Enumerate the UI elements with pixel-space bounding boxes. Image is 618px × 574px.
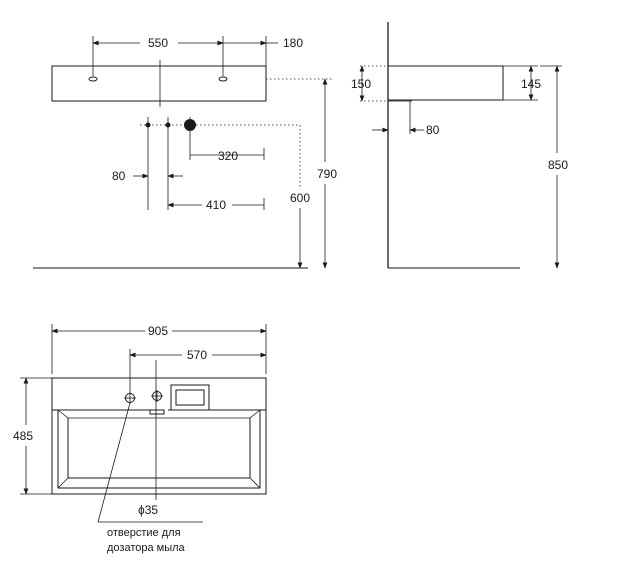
top-basin-outline [51, 377, 267, 495]
dim-410-label: 410 [206, 198, 226, 212]
front-tap-hole-right [218, 76, 228, 82]
note-line-2: дозатора мыла [107, 542, 186, 554]
dim-600-label: 600 [290, 191, 310, 205]
dim-850-label: 850 [548, 158, 568, 172]
bowl-corner-tl [57, 409, 69, 419]
front-basin-outline [51, 65, 267, 102]
dim-145-label: 145 [521, 77, 541, 91]
dim-80-front-label: 80 [112, 169, 126, 183]
note-line-1: отверстие для [107, 527, 181, 539]
bowl-corner-tr [249, 409, 261, 419]
side-view: 150 145 80 850 [351, 22, 568, 269]
dim-hole-diameter-label: ϕ35 [138, 503, 158, 517]
top-inner-bowl-outer [57, 410, 261, 489]
dim-320-label: 320 [218, 149, 238, 163]
side-basin-outline [387, 65, 504, 101]
trap-point-left [145, 122, 151, 128]
top-inner-bowl-inner [67, 418, 251, 479]
dim-80-side-label: 80 [426, 123, 440, 137]
dim-180-label: 180 [283, 36, 303, 50]
trap-point-right [165, 122, 171, 128]
dim-790-label: 790 [317, 167, 337, 181]
front-view: 550 180 320 80 410 600 790 [33, 36, 337, 269]
dim-550-label: 550 [148, 36, 168, 50]
dim-905-label: 905 [148, 324, 168, 338]
bowl-corner-bl [57, 477, 69, 489]
dim-485-label: 485 [13, 429, 33, 443]
soap-dish-outer [170, 384, 210, 411]
overflow-slot [149, 409, 165, 415]
dim-570-label: 570 [187, 348, 207, 362]
bowl-corner-br [249, 477, 261, 489]
note-leader [97, 402, 131, 523]
front-tap-hole-left [88, 76, 98, 82]
soap-dish-inner [175, 389, 205, 406]
dim-150-label: 150 [351, 77, 371, 91]
top-view: 905 570 485 ϕ35 отверстие для дозатора м… [13, 324, 267, 554]
